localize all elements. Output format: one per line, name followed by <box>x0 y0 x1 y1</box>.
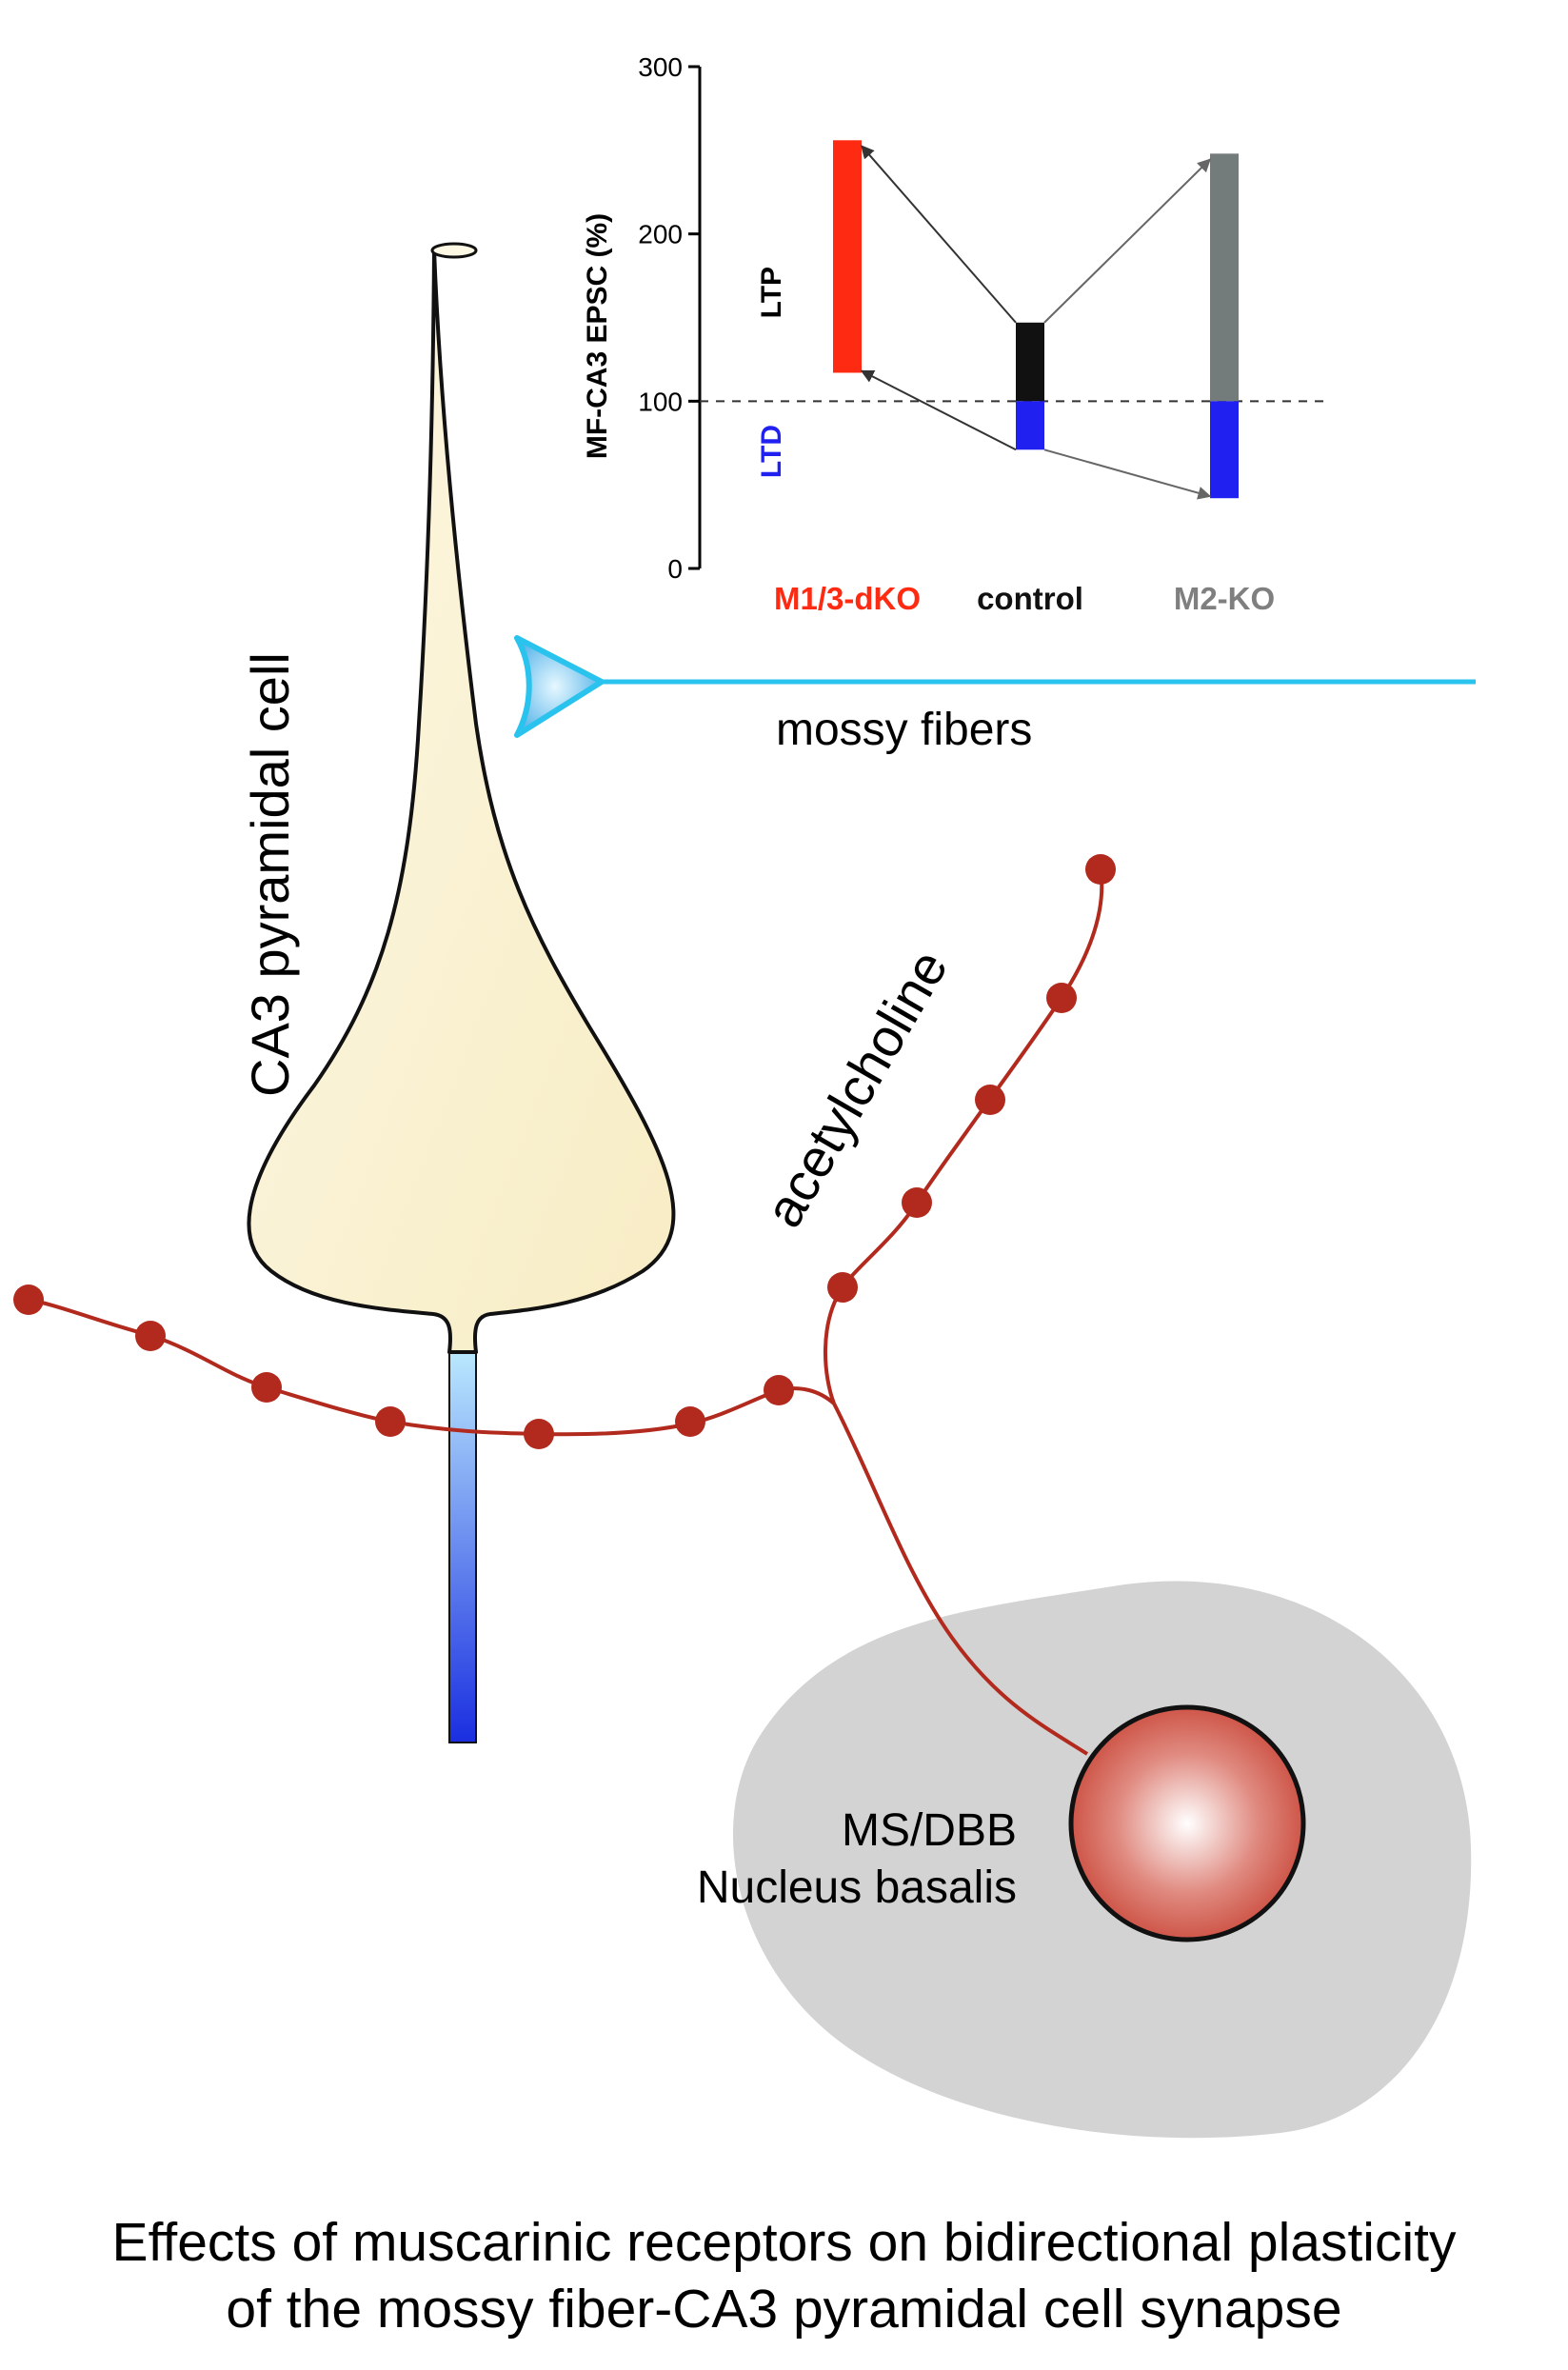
varicosities <box>13 854 1116 1449</box>
y-axis-label: MF-CA3 EPSC (%) <box>582 213 613 459</box>
arrows <box>860 145 1212 500</box>
bar-M1/3-dKO <box>833 140 862 373</box>
varicosity <box>13 1285 44 1315</box>
ltp-region-label: LTP <box>756 267 787 318</box>
cholinergic-soma <box>1068 1704 1306 1942</box>
nucleus-label-line1: MS/DBB <box>842 1805 1017 1856</box>
caption-line-1: Effects of muscarinic receptors on bidir… <box>111 2212 1457 2273</box>
x-label: M2-KO <box>1174 581 1275 616</box>
varicosity <box>135 1321 166 1351</box>
cholinergic-axon-to-soma <box>832 1403 1089 1756</box>
varicosity <box>675 1406 705 1437</box>
pyramidal-cell-body <box>247 248 676 1354</box>
y-tick-label: 200 <box>638 220 683 249</box>
arrow <box>1043 158 1211 324</box>
cell-label: CA3 pyramidal cell <box>240 652 300 1097</box>
cholinergic-axon-branch <box>824 868 1104 1404</box>
varicosity <box>902 1187 932 1218</box>
bar-ltp-M2-KO <box>1210 153 1239 402</box>
y-ticks: 0 100 200 300 <box>638 52 700 584</box>
bar-ltp-control <box>1016 322 1044 402</box>
y-tick-label: 100 <box>638 387 683 416</box>
varicosity <box>975 1085 1005 1115</box>
ltp-ltd-chart: 0 100 200 300 MF-CA3 EPSC (%) LTP LTD M1/3-… <box>582 52 1323 616</box>
arrow <box>860 369 1017 451</box>
varicosity <box>764 1375 794 1405</box>
bar-ltd-control <box>1016 401 1044 450</box>
x-labels: M1/3-dKO control M2-KO <box>774 581 1275 616</box>
ltd-region-label: LTD <box>756 425 787 478</box>
y-tick-label: 300 <box>638 52 683 82</box>
apical-dendrite-tip <box>430 242 478 259</box>
arrow <box>1043 448 1212 500</box>
varicosity <box>375 1406 406 1437</box>
mossy-fiber-terminal <box>514 635 605 738</box>
arrow <box>861 145 1017 324</box>
varicosity <box>251 1372 282 1403</box>
varicosity <box>1085 854 1116 885</box>
x-label: control <box>977 581 1083 616</box>
varicosity <box>1046 983 1077 1013</box>
y-tick-label: 0 <box>667 554 683 584</box>
bars <box>833 140 1239 499</box>
caption-line-2: of the mossy fiber-CA3 pyramidal cell sy… <box>226 2279 1342 2340</box>
bar-ltd-M2-KO <box>1210 401 1239 499</box>
mossy-fibers-label: mossy fibers <box>776 705 1032 755</box>
nucleus-label-line2: Nucleus basalis <box>697 1862 1017 1913</box>
varicosity <box>524 1419 554 1449</box>
cholinergic-axon-horizontal <box>28 1298 836 1437</box>
x-label: M1/3-dKO <box>774 581 921 616</box>
basal-dendrite <box>448 1337 477 1743</box>
varicosity <box>827 1272 858 1303</box>
